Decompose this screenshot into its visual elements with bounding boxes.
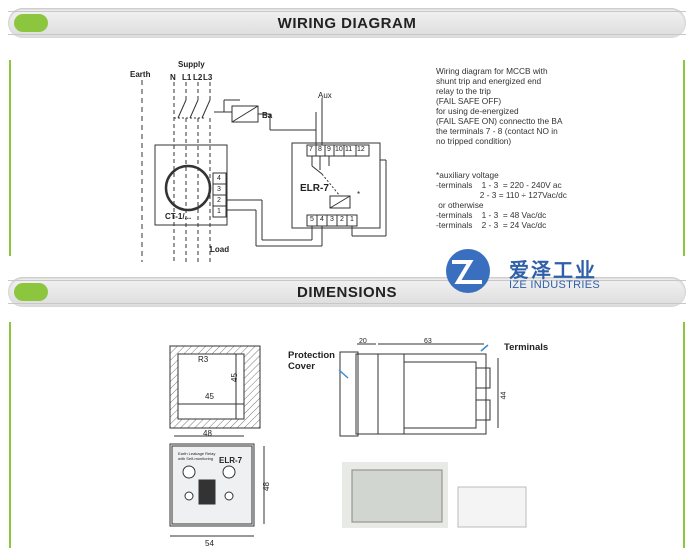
wiring-description: Wiring diagram for MCCB with shunt trip … [436, 66, 563, 146]
aux-label: Aux [318, 91, 332, 100]
protection-cover-label: Protection Cover [288, 350, 335, 372]
left-accent-bar [9, 60, 11, 256]
supply-label: Supply [178, 60, 205, 69]
earth-label: Earth [130, 70, 151, 79]
ct-terminal-2: 2 [217, 197, 221, 204]
star-label: * [357, 190, 361, 199]
cutout-height-label: 45 [229, 373, 239, 382]
logo-english-text: IZE INDUSTRIES [509, 279, 600, 291]
banner-lines [8, 280, 686, 304]
terminal-7: 7 [309, 146, 313, 153]
wiring-diagram-banner: WIRING DIAGRAM [8, 8, 686, 38]
terminal-8: 8 [318, 146, 322, 153]
elr-label: ELR-7 [300, 183, 329, 194]
wiring-diagram-title: WIRING DIAGRAM [277, 15, 417, 32]
ct-terminal-3: 3 [217, 186, 221, 193]
terminal-9: 9 [327, 146, 331, 153]
l3-label: L3 [203, 73, 213, 82]
side-d1-label: 20 [359, 338, 367, 345]
front-height-label: 48 [261, 482, 271, 491]
cutout-width-label: 45 [205, 392, 214, 401]
terminal-2: 2 [340, 216, 344, 223]
right-accent-bar [683, 322, 685, 548]
terminal-11: 11 [345, 146, 353, 153]
left-accent-bar [9, 322, 11, 548]
side-height-label: 44 [500, 391, 508, 400]
ct-terminal-1: 1 [217, 208, 221, 215]
dimensions-banner: DIMENSIONS [8, 277, 686, 307]
terminal-4: 4 [320, 216, 324, 223]
terminal-5: 5 [310, 216, 314, 223]
neutral-label: N [170, 73, 176, 82]
ct-terminal-4: 4 [217, 175, 221, 182]
terminal-3: 3 [330, 216, 334, 223]
front-bottom-label: 54 [205, 539, 214, 548]
side-d2-label: 63 [424, 338, 432, 345]
banner-accent-pill [14, 14, 48, 32]
load-label: Load [210, 245, 230, 254]
terminal-12: 12 [357, 146, 365, 153]
ize-logo-mark [446, 249, 490, 293]
logo-chinese-text: 爱泽工业 [509, 258, 597, 282]
terminal-10: 10 [335, 146, 343, 153]
ct-label: CT-1/... [165, 212, 192, 221]
terminals-label: Terminals [504, 342, 549, 353]
front-model-label: ELR-7 [219, 456, 243, 465]
ba-label: Ba [262, 111, 273, 120]
front-small-text: Earth Leakage Relay with Self-monitoring [178, 451, 216, 461]
right-accent-bar [683, 60, 685, 256]
cutout-radius-label: R3 [198, 355, 209, 364]
aux-voltage-note: *auxiliary voltage -terminals 1 - 3 = 22… [436, 170, 567, 230]
front-width-label: 48 [203, 429, 212, 438]
terminal-1: 1 [350, 216, 354, 223]
dimensions-title: DIMENSIONS [296, 284, 397, 301]
banner-lines [8, 11, 686, 35]
l1-label: L1 [182, 73, 192, 82]
banner-accent-pill [14, 283, 48, 301]
l2-label: L2 [193, 73, 203, 82]
